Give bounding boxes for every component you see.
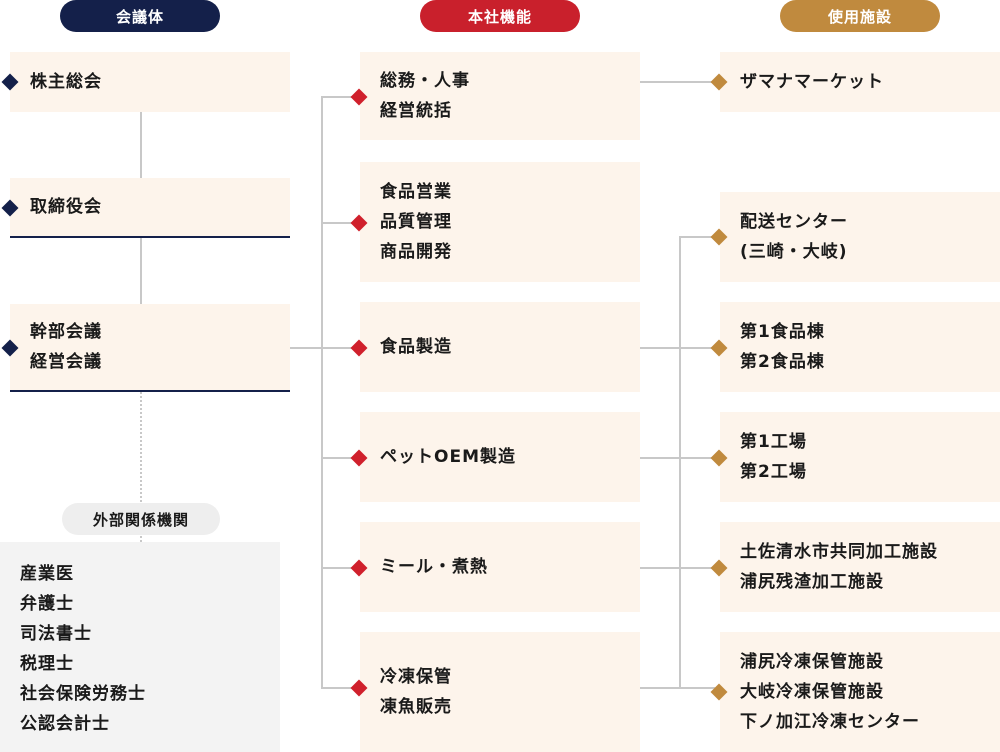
external-item: 司法書士 (20, 624, 92, 644)
governance-header: 会議体 (60, 0, 220, 32)
facility-5-line-1: 土佐清水市共同加工施設 (740, 542, 938, 562)
external-item: 税理士 (20, 654, 74, 674)
governance-3-line-1: 幹部会議 (30, 322, 102, 342)
hq-tick-2 (321, 222, 355, 224)
hq-functions-header: 本社機能 (420, 0, 580, 32)
hq1-to-fac1-line (640, 81, 715, 83)
governance-box-board: 取締役会 (10, 178, 290, 238)
hq-tick-5 (321, 567, 355, 569)
external-parties-box: 産業医 弁護士 司法書士 税理士 社会保険労務士 公認会計士 (0, 542, 280, 752)
hq-4-line-1: ペットOEM製造 (380, 447, 516, 467)
fac-tick-6 (640, 687, 715, 689)
hq-1-line-2: 経営統括 (380, 101, 452, 121)
hq-tick-3 (321, 347, 355, 349)
hq-2-line-1: 食品営業 (380, 182, 452, 202)
governance-to-hq-line (290, 347, 323, 349)
facility-box-delivery-center: 配送センター (三崎・大岐) (720, 192, 1000, 282)
governance-box-shareholders: 株主総会 (10, 52, 290, 112)
hq-2-line-3: 商品開発 (380, 242, 452, 262)
facility-box-processing: 土佐清水市共同加工施設 浦尻残渣加工施設 (720, 522, 1000, 612)
facilities-header: 使用施設 (780, 0, 940, 32)
hq-box-pet-oem: ペットOEM製造 (360, 412, 640, 502)
hq-6-line-1: 冷凍保管 (380, 667, 452, 687)
fac-tick-5 (640, 567, 715, 569)
fac-tick-4 (640, 457, 715, 459)
hq-5-line-1: ミール・煮熱 (380, 557, 488, 577)
facility-4-line-2: 第2工場 (740, 462, 807, 482)
hq-tick-4 (321, 457, 355, 459)
facility-3-line-2: 第2食品棟 (740, 352, 825, 372)
fac-tick-2 (679, 236, 715, 238)
governance-box-executive: 幹部会議 経営会議 (10, 304, 290, 392)
facility-2-line-1: 配送センター (740, 212, 848, 232)
facility-box-market: ザマナマーケット (720, 52, 1000, 112)
facility-2-line-2: (三崎・大岐) (740, 242, 848, 262)
hq-box-food-sales: 食品営業 品質管理 商品開発 (360, 162, 640, 282)
facility-4-line-1: 第1工場 (740, 432, 807, 452)
facility-box-factories: 第1工場 第2工場 (720, 412, 1000, 502)
hq-box-general-affairs: 総務・人事 経営統括 (360, 52, 640, 140)
hq-3-line-1: 食品製造 (380, 337, 452, 357)
fac-tick-3 (640, 347, 715, 349)
hq-vertical-bracket (321, 96, 323, 688)
hq-box-meal-boiling: ミール・煮熱 (360, 522, 640, 612)
hq-box-frozen-storage: 冷凍保管 凍魚販売 (360, 632, 640, 752)
external-item: 弁護士 (20, 594, 74, 614)
governance-3-line-2: 経営会議 (30, 352, 102, 372)
governance-1-line-1: 株主総会 (30, 72, 102, 92)
governance-connector-1 (140, 112, 142, 178)
governance-2-line-1: 取締役会 (30, 197, 102, 217)
hq-2-line-2: 品質管理 (380, 212, 452, 232)
hq-6-line-2: 凍魚販売 (380, 697, 452, 717)
hq-box-food-manufacturing: 食品製造 (360, 302, 640, 392)
facility-6-line-1: 浦尻冷凍保管施設 (740, 652, 884, 672)
hq-tick-1 (321, 96, 355, 98)
facility-box-cold-storage: 浦尻冷凍保管施設 大岐冷凍保管施設 下ノ加江冷凍センター (720, 632, 1000, 752)
facility-1-line-1: ザマナマーケット (740, 72, 884, 92)
external-item: 公認会計士 (20, 714, 110, 734)
external-dotted-connector (140, 392, 142, 542)
external-parties-label: 外部関係機関 (62, 503, 220, 535)
facility-6-line-2: 大岐冷凍保管施設 (740, 682, 884, 702)
external-item: 産業医 (20, 564, 74, 584)
facility-5-line-2: 浦尻残渣加工施設 (740, 572, 884, 592)
facility-3-line-1: 第1食品棟 (740, 322, 825, 342)
governance-connector-2 (140, 238, 142, 304)
external-item: 社会保険労務士 (20, 684, 146, 704)
facility-6-line-3: 下ノ加江冷凍センター (740, 712, 920, 732)
facility-box-food-buildings: 第1食品棟 第2食品棟 (720, 302, 1000, 392)
facilities-vertical-bracket (679, 236, 681, 688)
hq-1-line-1: 総務・人事 (380, 71, 470, 91)
hq-tick-6 (321, 687, 355, 689)
